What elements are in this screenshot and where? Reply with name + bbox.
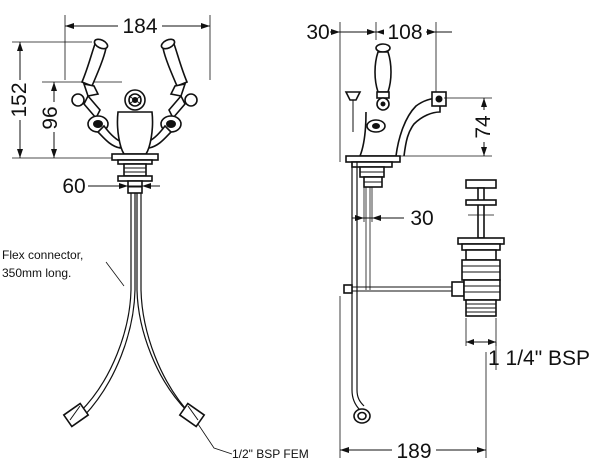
mixer-body [111,89,159,194]
side-body [345,91,447,188]
tail-dim-label: 30 [410,207,433,230]
spout-dim-label: 74 [472,115,495,139]
side-hose [351,162,371,424]
right-hose-nut [178,402,206,428]
side-view: 30 108 [306,20,590,463]
lift-rod-knob [344,91,362,132]
flex-label-line2: 350mm long. [2,266,71,280]
side-lever-handle [374,43,392,111]
height-dimension: 152 [8,41,118,159]
top-dimensions: 30 108 [306,20,452,162]
offset-dim-label: 30 [306,21,329,44]
width-dim-label: 184 [122,15,157,38]
overall-dimension: 189 [339,296,487,463]
projection-dim-label: 108 [387,21,422,44]
waste-thread-callout: 1 1/4" BSP [465,318,590,370]
flex-connector-callout: Flex connector, 350mm long. [2,248,125,287]
right-lever-handle [145,38,198,149]
bsp-fem-label: 1/2" BSP FEM [232,447,309,461]
flex-hoses [62,193,206,428]
connector-dim-label: 60 [62,175,85,198]
flex-label-line1: Flex connector, [2,248,83,262]
height-dim-label: 152 [8,82,31,117]
overall-dim-label: 189 [396,440,431,463]
waste-thread-label: 1 1/4" BSP [488,347,590,370]
left-lever-handle [71,38,124,149]
bsp-fem-callout: 1/2" BSP FEM [197,423,309,461]
tail-dimension: 30 [352,187,434,230]
left-hose-nut [62,402,90,428]
waste-assembly [451,179,505,317]
spout-height-dim-label: 96 [39,106,62,129]
spout-height-dimension: 96 [38,81,122,158]
spout-dimension: 74 [400,97,495,157]
connector-dimension: 60 [62,175,160,198]
pull-rod [343,284,452,294]
width-dimension: 184 [64,14,211,80]
front-view: 184 152 96 [2,14,309,461]
